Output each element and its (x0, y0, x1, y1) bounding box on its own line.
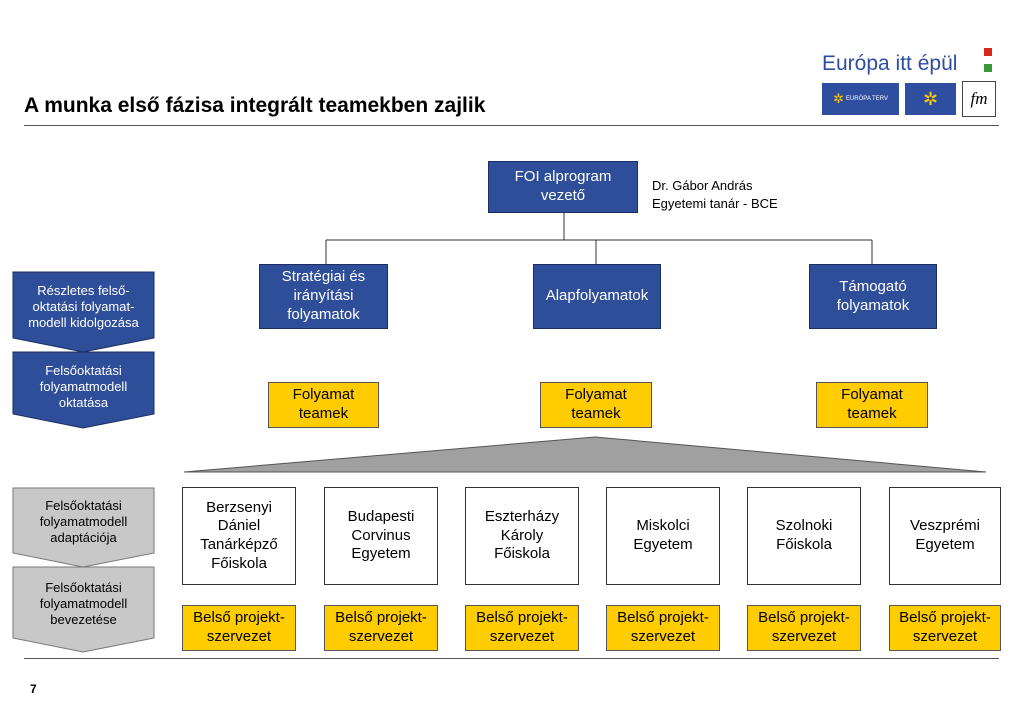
page-number: 7 (30, 682, 37, 696)
leader-title: Egyetemi tanár - BCE (652, 195, 778, 211)
fm-logo: fm (962, 81, 996, 117)
branch-core-box: Alapfolyamatok (533, 264, 661, 329)
institution-box-1: Berzsenyi Dániel Tanárképző Főiskola (182, 487, 296, 585)
team-box-2: Folyamat teamek (540, 382, 652, 428)
title-divider (24, 125, 999, 126)
branch-strategic-box: Stratégiai és irányítási folyamatok (259, 264, 388, 329)
team-box-3: Folyamat teamek (816, 382, 928, 428)
phase-chevron-1 (12, 271, 155, 353)
team-box-1: Folyamat teamek (268, 382, 379, 428)
phase-chevron-2 (12, 351, 155, 429)
foi-alprogram-vezeto-box: FOI alprogram vezető (488, 161, 638, 213)
phase-label-4: Felsőoktatási folyamatmodell bevezetése (39, 579, 128, 628)
institution-box-2: Budapesti Corvinus Egyetem (324, 487, 438, 585)
leader-note: Dr. Gábor András Egyetemi tanár - BCE (652, 177, 778, 212)
phase-label-1: Részletes felső- oktatási folyamat- mode… (28, 282, 139, 331)
project-box-3: Belső projekt- szervezet (465, 605, 579, 651)
phase-chevron-4 (12, 566, 155, 653)
project-box-4: Belső projekt- szervezet (606, 605, 720, 651)
phase-chevron-3 (12, 487, 155, 568)
spread-triangle (183, 436, 987, 473)
footer-divider (24, 658, 999, 659)
project-box-1: Belső projekt- szervezet (182, 605, 296, 651)
eu-terv-logo: ✲ EURÓPA TERV (822, 83, 899, 115)
hungarian-flag-icon (984, 48, 992, 72)
leader-name: Dr. Gábor András (652, 178, 753, 193)
eu-stars-icon: ✲ (833, 91, 844, 106)
institution-box-3: Eszterházy Károly Főiskola (465, 487, 579, 585)
institution-box-5: Szolnoki Főiskola (747, 487, 861, 585)
phase-label-2: Felsőoktatási folyamatmodell oktatása (39, 362, 128, 411)
project-box-6: Belső projekt- szervezet (889, 605, 1001, 651)
institution-box-6: Veszprémi Egyetem (889, 487, 1001, 585)
europa-itt-epul-logo-text: Európa itt épül (822, 52, 958, 75)
project-box-2: Belső projekt- szervezet (324, 605, 438, 651)
eu-terv-label: EURÓPA TERV (845, 96, 888, 102)
page-title: A munka első fázisa integrált teamekben … (24, 94, 486, 117)
phase-label-3: Felsőoktatási folyamatmodell adaptációja (39, 497, 128, 546)
project-box-5: Belső projekt- szervezet (747, 605, 861, 651)
institution-box-4: Miskolci Egyetem (606, 487, 720, 585)
eu-flag-icon: ✲ (905, 83, 956, 115)
branch-support-box: Támogató folyamatok (809, 264, 937, 329)
